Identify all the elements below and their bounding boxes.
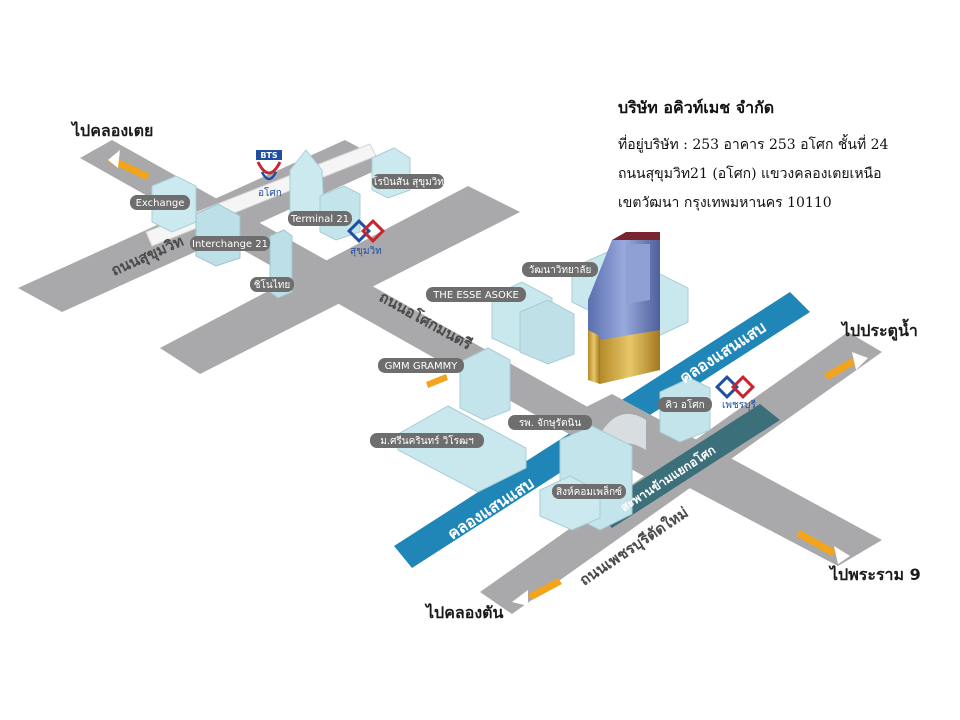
- svg-text:ม.ศรีนครินทร์ วิโรฒฯ: ม.ศรีนครินทร์ วิโรฒฯ: [380, 434, 473, 447]
- landmark-gmm: GMM GRAMMY: [378, 358, 464, 373]
- arrow-gmm-icon: [426, 374, 448, 388]
- mrt-logo-sukhumvit-icon: [346, 218, 386, 244]
- office-tower-253: [588, 232, 660, 384]
- svg-text:ชิโนไทย: ชิโนไทย: [254, 278, 290, 291]
- asok-montri-road-south: [160, 186, 520, 374]
- bts-station-label: อโศก: [258, 186, 282, 199]
- address-line-2: ถนนสุขุมวิท21 (อโศก) แขวงคลองเตยเหนือ: [618, 166, 882, 182]
- svg-text:วัฒนาวิทยาลัย: วัฒนาวิทยาลัย: [529, 265, 592, 276]
- company-address-block: บริษัท อคิวท์เมช จำกัด ที่อยู่บริษัท : 2…: [618, 96, 948, 218]
- mrt-logo-phetchaburi-icon: [714, 374, 756, 400]
- canal-label-north: คลองแสนแสบ: [676, 317, 770, 387]
- svg-text:สิงห์คอมเพล็กซ์: สิงห์คอมเพล็กซ์: [556, 484, 622, 498]
- arrow-ne-icon: [824, 358, 856, 380]
- mrt-sukhumvit-label: สุขุมวิท: [350, 246, 382, 257]
- direction-rama-9: ไปพระราม 9: [828, 565, 921, 584]
- landmark-terminal: Terminal 21: [288, 211, 352, 226]
- svg-text:โรบินสัน สุขุมวิท: โรบินสัน สุขุมวิท: [372, 175, 444, 188]
- mrt-phetchaburi-label: เพชรบุรี: [722, 399, 757, 411]
- svg-text:Exchange: Exchange: [136, 198, 185, 209]
- direction-klong-toei: ไปคลองเตย: [70, 121, 153, 140]
- asok-flyover: [595, 404, 780, 528]
- landmark-chinothai: ชิโนไทย: [250, 277, 294, 292]
- svg-text:Interchange 21: Interchange 21: [192, 239, 268, 250]
- address-line-3: เขตวัฒนา กรุงเทพมหานคร 10110: [618, 195, 832, 211]
- landmark-wattana: วัฒนาวิทยาลัย: [522, 262, 598, 277]
- landmark-exchange: Exchange: [130, 195, 190, 210]
- landmark-singha: สิงห์คอมเพล็กซ์: [552, 484, 626, 499]
- svg-text:GMM GRAMMY: GMM GRAMMY: [385, 361, 459, 372]
- arrow-sw-icon: [528, 578, 562, 600]
- landmark-robinson: โรบินสัน สุขุมวิท: [372, 174, 444, 189]
- landmark-interchange: Interchange 21: [190, 236, 270, 251]
- svg-text:คิว อโศก: คิว อโศก: [665, 398, 704, 411]
- bts-logo-icon: BTS: [256, 150, 282, 181]
- svg-text:Terminal 21: Terminal 21: [290, 214, 349, 225]
- direction-klong-tan: ไปคลองตัน: [424, 603, 504, 622]
- direction-arrows: [108, 150, 868, 606]
- direction-pratunam: ไปประตูน้ำ: [840, 318, 918, 342]
- svg-text:THE ESSE ASOKE: THE ESSE ASOKE: [432, 290, 519, 301]
- landmark-swu: ม.ศรีนครินทร์ วิโรฒฯ: [370, 433, 484, 448]
- landmark-esse: THE ESSE ASOKE: [426, 287, 526, 302]
- landmark-queue: คิว อโศก: [658, 397, 712, 412]
- company-name: บริษัท อคิวท์เมช จำกัด: [618, 98, 775, 117]
- address-line-1: ที่อยู่บริษัท : 253 อาคาร 253 อโศก ชั้นท…: [618, 137, 889, 153]
- svg-text:BTS: BTS: [260, 151, 278, 160]
- arrow-se-icon: [796, 530, 836, 556]
- svg-text:รพ. จักษุรัตนิน: รพ. จักษุรัตนิน: [519, 418, 582, 429]
- landmark-hospital: รพ. จักษุรัตนิน: [508, 415, 592, 430]
